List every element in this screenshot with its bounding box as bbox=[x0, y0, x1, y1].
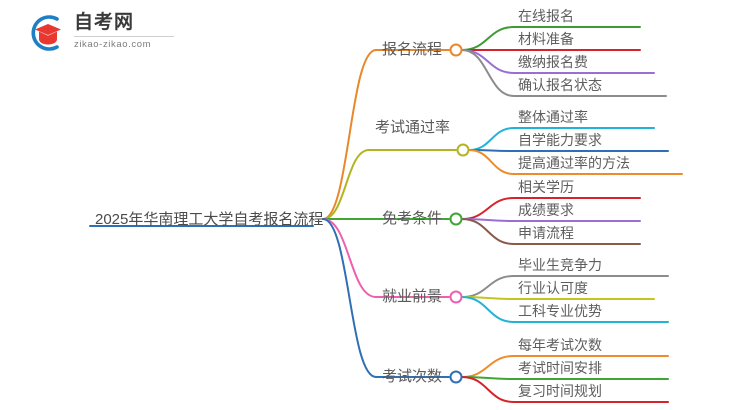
mindmap-leaf-label-1-2[interactable]: 材料准备 bbox=[518, 31, 574, 47]
mindmap-branch-node-1[interactable] bbox=[449, 43, 463, 57]
mindmap-leaf-label-3-1[interactable]: 相关学历 bbox=[518, 179, 574, 195]
mindmap-branch-node-5[interactable] bbox=[449, 370, 463, 384]
mindmap-leaf-label-2-2[interactable]: 自学能力要求 bbox=[518, 132, 602, 148]
mindmap-branch-node-3[interactable] bbox=[449, 212, 463, 226]
mindmap-edge bbox=[461, 275, 515, 298]
mindmap-edges bbox=[322, 26, 515, 403]
mindmap-branch-node-4[interactable] bbox=[449, 290, 463, 304]
mindmap-edge bbox=[461, 49, 515, 74]
mindmap-leaf-label-1-1[interactable]: 在线报名 bbox=[518, 8, 574, 24]
mindmap-leaf-label-5-3[interactable]: 复习时间规划 bbox=[518, 383, 602, 399]
mindmap-branch-node-2[interactable] bbox=[456, 143, 470, 157]
mindmap-branch-label-3[interactable]: 免考条件 bbox=[382, 210, 443, 227]
mindmap-leaf-label-2-1[interactable]: 整体通过率 bbox=[518, 109, 588, 125]
mindmap-edge bbox=[322, 218, 377, 298]
mindmap-edge bbox=[461, 218, 515, 245]
mindmap-edge bbox=[461, 26, 515, 51]
mindmap-edge bbox=[461, 197, 515, 220]
mindmap-leaf-label-3-3[interactable]: 申请流程 bbox=[518, 225, 574, 241]
mindmap-root-label[interactable]: 2025年华南理工大学自考报名流程 bbox=[95, 211, 324, 228]
mindmap-edge bbox=[461, 296, 515, 323]
mindmap-leaf-label-4-1[interactable]: 毕业生竞争力 bbox=[518, 257, 602, 273]
mindmap-leaf-label-3-2[interactable]: 成绩要求 bbox=[518, 202, 574, 218]
mindmap-underlines bbox=[89, 26, 683, 403]
mindmap-edge bbox=[461, 49, 515, 97]
logo-divider bbox=[74, 36, 174, 37]
mindmap-edge bbox=[461, 376, 515, 403]
mindmap-leaf-label-4-2[interactable]: 行业认可度 bbox=[518, 280, 588, 296]
logo-domain: zikao-zikao.com bbox=[74, 39, 152, 50]
mindmap-leaf-label-4-3[interactable]: 工科专业优势 bbox=[518, 303, 602, 319]
mindmap-edge bbox=[468, 127, 515, 151]
logo-name-cn: 自考网 bbox=[74, 12, 135, 33]
mindmap-branch-label-1[interactable]: 报名流程 bbox=[382, 41, 443, 58]
mindmap-leaf-label-1-3[interactable]: 缴纳报名费 bbox=[518, 54, 588, 70]
mindmap-leaf-label-2-3[interactable]: 提高通过率的方法 bbox=[518, 155, 630, 171]
mindmap-leaf-label-5-2[interactable]: 考试时间安排 bbox=[518, 360, 602, 376]
mindmap-branch-label-4[interactable]: 就业前景 bbox=[382, 288, 443, 305]
mindmap-edge bbox=[468, 149, 515, 175]
mindmap-branch-label-5[interactable]: 考试次数 bbox=[382, 368, 443, 385]
mindmap-edge bbox=[461, 355, 515, 378]
site-logo: 自考网 zikao-zikao.com bbox=[26, 10, 176, 54]
mindmap-node-circles bbox=[449, 43, 470, 384]
mindmap-edge bbox=[322, 49, 377, 220]
mindmap-edge bbox=[322, 218, 377, 378]
mindmap-leaf-label-1-4[interactable]: 确认报名状态 bbox=[518, 77, 602, 93]
mindmap-edge bbox=[322, 149, 370, 220]
graduation-cap-icon bbox=[31, 15, 61, 51]
mindmap-leaf-label-5-1[interactable]: 每年考试次数 bbox=[518, 337, 602, 353]
mindmap-branch-label-2[interactable]: 考试通过率 bbox=[375, 119, 451, 136]
